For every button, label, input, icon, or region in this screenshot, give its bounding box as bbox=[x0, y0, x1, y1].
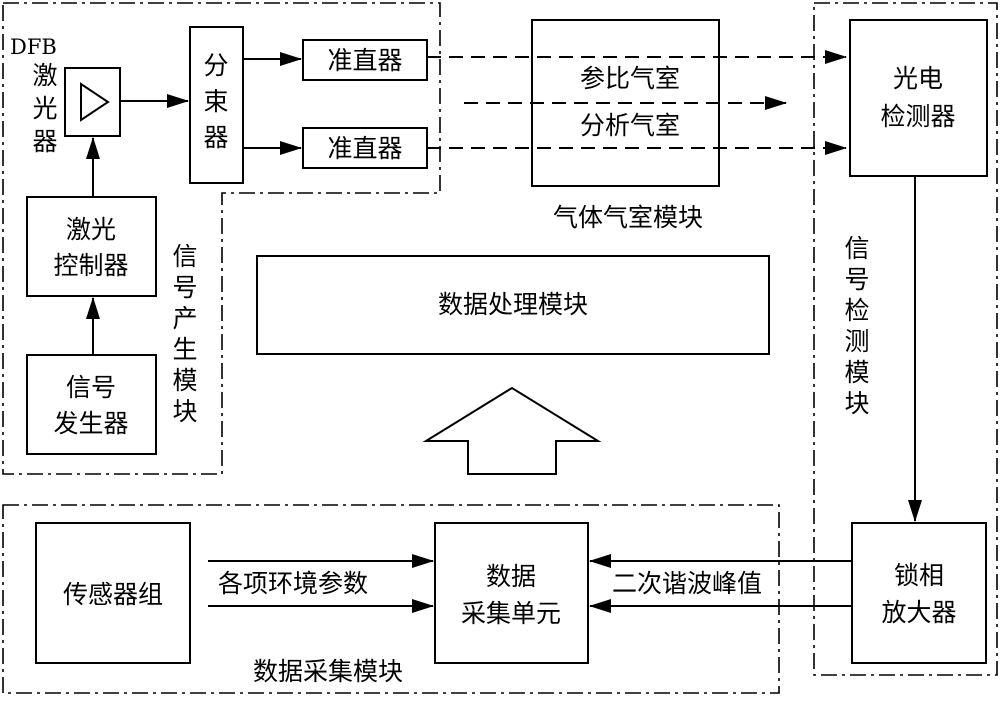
collimator-bottom-box bbox=[302, 127, 428, 169]
data-acquisition-module-label: 数据采集模块 bbox=[253, 657, 403, 686]
env-params-label: 各项环境参数 bbox=[218, 569, 368, 598]
splitter-vertical-label-text: 分束器 bbox=[203, 51, 228, 152]
collimator-bottom-label: 准直器 bbox=[327, 134, 402, 163]
signal-generator-label-line2: 发生器 bbox=[53, 409, 128, 438]
daq-unit-label-line1: 数据 bbox=[486, 562, 536, 591]
dfb-laser-vertical-label-text: 激光器 bbox=[32, 61, 57, 156]
photodetector-label-line2: 检测器 bbox=[880, 102, 955, 131]
daq-unit-label-line2: 采集单元 bbox=[461, 599, 561, 628]
gas-cell-module-label: 气体气室模块 bbox=[553, 203, 703, 232]
photodetector-box bbox=[849, 19, 988, 177]
gas-cell-label-line1: 参比气室 bbox=[580, 64, 680, 93]
signal-generation-module-border bbox=[2, 2, 441, 475]
laser-controller-label-line2: 控制器 bbox=[53, 251, 128, 280]
data-acquisition-module-border bbox=[2, 504, 780, 694]
signal-detection-module-label-text: 信号检测模块 bbox=[844, 234, 869, 418]
collimator-top-label: 准直器 bbox=[327, 46, 402, 75]
amplifier-triangle-icon bbox=[80, 82, 110, 122]
gas-cell-label-line2: 分析气室 bbox=[580, 111, 680, 140]
photodetector-label-line1: 光电 bbox=[893, 64, 943, 93]
signal-generation-module-label-text: 信号产生模块 bbox=[172, 242, 197, 426]
sensor-group-label: 传感器组 bbox=[63, 580, 163, 609]
daq-unit-box bbox=[434, 522, 589, 664]
splitter-box bbox=[189, 26, 244, 184]
lockin-amplifier-label-line2: 放大器 bbox=[881, 598, 956, 627]
dfb-label: DFB bbox=[10, 35, 57, 59]
data-processing-label: 数据处理模块 bbox=[438, 290, 588, 319]
hollow-up-arrow-icon bbox=[422, 386, 602, 475]
splitter-vertical-label: 分束器 bbox=[203, 51, 228, 152]
lockin-amplifier-label-line1: 锁相 bbox=[894, 561, 944, 590]
signal-generator-box bbox=[26, 354, 157, 455]
data-processing-box bbox=[256, 255, 770, 355]
signal-detection-module-label: 信号检测模块 bbox=[844, 234, 869, 418]
collimator-top-box bbox=[302, 39, 428, 81]
sensor-group-box bbox=[35, 522, 191, 664]
laser-controller-label-line1: 激光 bbox=[66, 215, 116, 244]
lockin-amplifier-box bbox=[851, 522, 987, 664]
laser-controller-box bbox=[26, 196, 157, 297]
dfb-laser-vertical-label: 激光器 bbox=[32, 61, 57, 156]
signal-generation-module-label: 信号产生模块 bbox=[172, 242, 197, 426]
signal-detection-module-border bbox=[813, 2, 998, 676]
signal-generator-label-line1: 信号 bbox=[66, 373, 116, 402]
second-harmonic-peak-label: 二次谐波峰值 bbox=[612, 569, 762, 598]
